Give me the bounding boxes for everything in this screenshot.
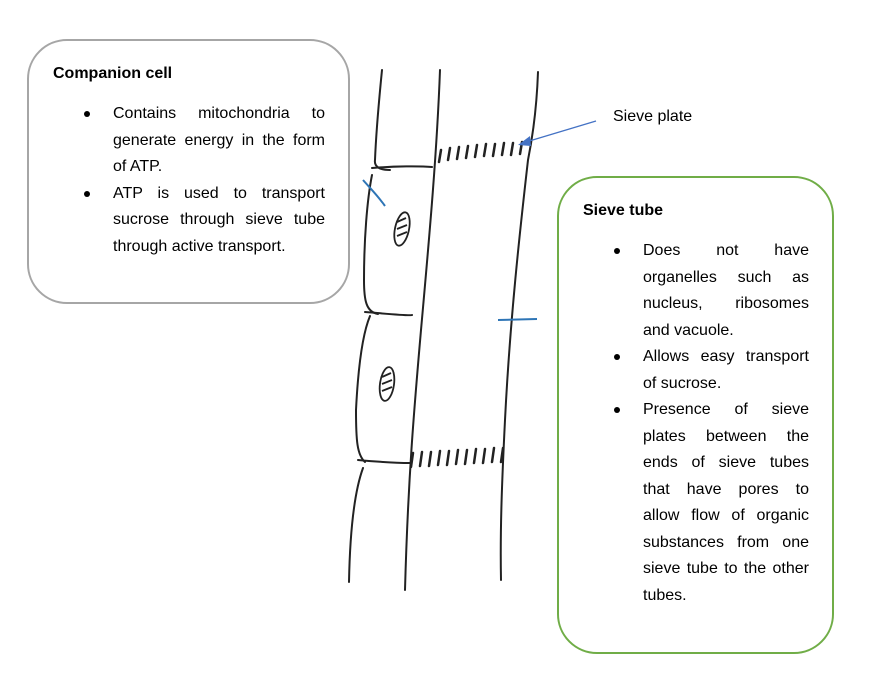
sieve-tube-right-wall	[499, 71, 539, 581]
companion-cross-wall-1	[371, 165, 433, 169]
companion-nucleus-upper	[393, 211, 411, 247]
companion-cell-left-wall	[373, 69, 391, 171]
sieve-plate-upper	[437, 140, 524, 164]
companion-cross-wall-2	[364, 311, 413, 317]
list-item: ATP is used to transport sucrose through…	[55, 181, 325, 261]
sieve-tube-left-wall	[404, 69, 441, 591]
companion-cell-wall-lower	[348, 467, 364, 583]
arrow-head-icon	[518, 136, 531, 146]
companion-cell-box: Companion cell Contains mitochondria to …	[27, 39, 350, 304]
blue-mark-left	[362, 179, 386, 207]
sieve-plate-arrow	[525, 120, 597, 143]
blue-mark-right	[497, 318, 538, 321]
companion-cell-wall-upper	[362, 174, 379, 315]
companion-cell-title: Companion cell	[53, 65, 173, 82]
list-item: Contains mitochondria to generate energy…	[55, 101, 325, 181]
sieve-tube-bullets: Does not have organelles such as nucleus…	[585, 238, 809, 609]
sieve-tube-title: Sieve tube	[583, 202, 664, 219]
sieve-tube-box: Sieve tube Does not have organelles such…	[557, 176, 834, 654]
list-item: Does not have organelles such as nucleus…	[585, 238, 809, 344]
companion-cross-wall-3	[357, 459, 411, 464]
companion-nucleus-lower	[378, 366, 396, 402]
list-item: Allows easy transport of sucrose.	[585, 344, 809, 397]
companion-cell-bullets: Contains mitochondria to generate energy…	[55, 101, 325, 260]
sieve-plate-lower	[409, 446, 505, 469]
companion-cell-wall-middle	[354, 315, 371, 463]
list-item: Presence of sieve plates between the end…	[585, 397, 809, 609]
sieve-plate-label: Sieve plate	[613, 108, 693, 125]
